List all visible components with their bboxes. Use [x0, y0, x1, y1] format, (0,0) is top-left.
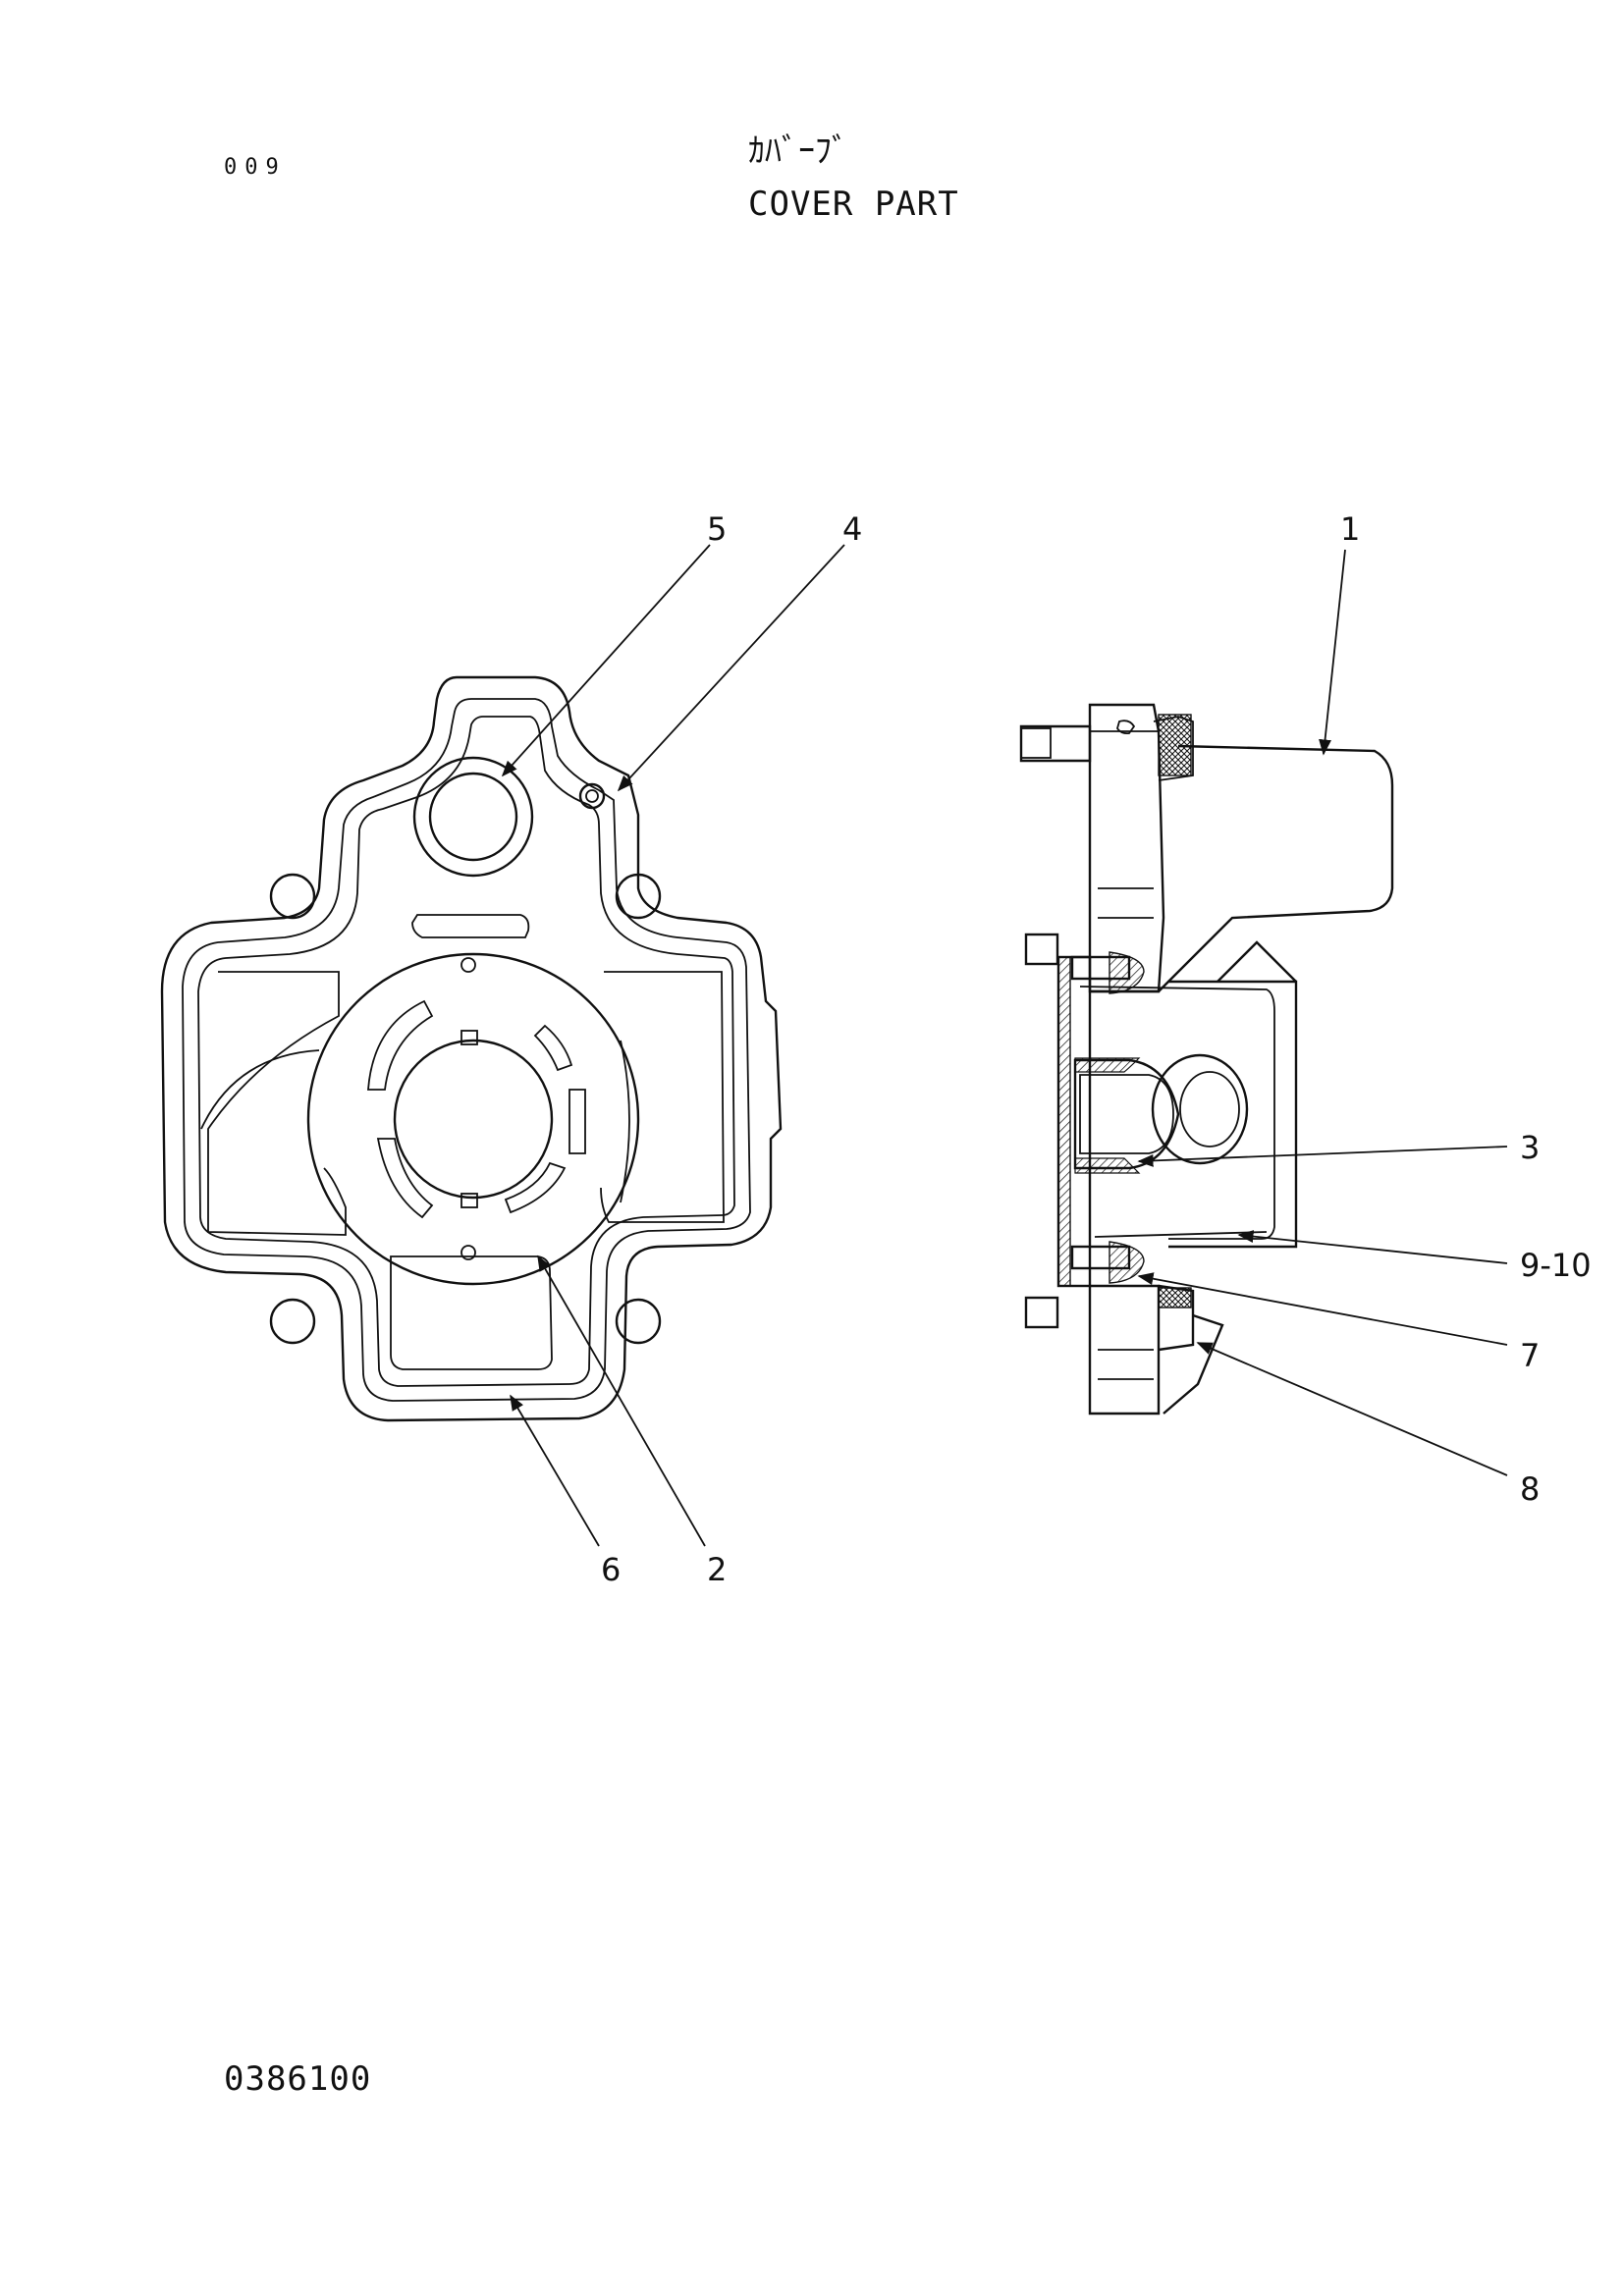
callout-5: 5	[707, 510, 727, 548]
callout-9-10: 9-10	[1520, 1247, 1592, 1284]
callout-7: 7	[1520, 1337, 1540, 1374]
callout-1: 1	[1340, 510, 1360, 548]
callout-6: 6	[601, 1551, 621, 1588]
drawing-number: 0386100	[224, 2059, 372, 2099]
callout-2: 2	[707, 1551, 727, 1588]
title-english: COVER PART	[748, 185, 959, 224]
callout-labels: 5 4 1 3 9-10 7 8 6 2	[601, 510, 1592, 1588]
page-number: 009	[224, 155, 287, 180]
cover-section-view	[1019, 703, 1394, 1415]
callout-8: 8	[1520, 1470, 1540, 1508]
cover-front-view	[160, 675, 783, 1422]
title-japanese: ｶﾊﾞｰﾌﾞ	[748, 132, 848, 171]
callout-leaders	[501, 544, 1508, 1547]
callout-3: 3	[1520, 1129, 1540, 1166]
callout-4: 4	[842, 510, 862, 548]
